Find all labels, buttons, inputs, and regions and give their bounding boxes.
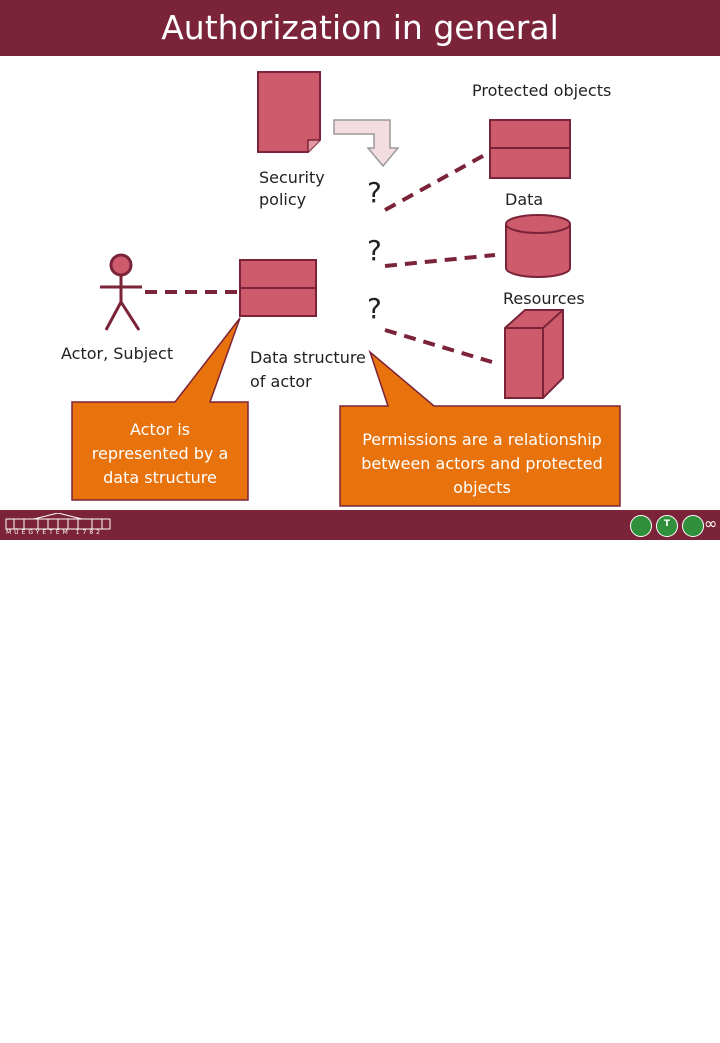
- dash-to-objects: [384, 328, 493, 364]
- question-mark-1: ?: [367, 176, 382, 209]
- dash-to-resources: [384, 253, 496, 268]
- protected-objects-label: Protected objects: [472, 81, 612, 100]
- t-icon-letter: T: [663, 519, 671, 529]
- permissions-callout-text: Permissions are a relationship between a…: [361, 430, 603, 497]
- actor-stick-figure-icon: [100, 253, 142, 331]
- actor-callout-shape: [71, 317, 249, 501]
- question-mark-3: ?: [367, 292, 382, 325]
- security-policy-label: Security policy: [259, 168, 325, 209]
- slide-title: Authorization in general: [161, 8, 559, 47]
- question-mark-2: ?: [367, 234, 382, 267]
- dash-to-data: [384, 150, 491, 212]
- actor-callout-text: Actor is represented by a data structure: [91, 420, 229, 487]
- t-icon: [656, 515, 678, 537]
- lines-icon: [682, 515, 704, 537]
- university-logo: MÚEGYETEM 1782: [4, 512, 114, 537]
- footer-icons: T ∞: [630, 514, 718, 537]
- title-bar: [0, 0, 720, 56]
- ftsrg-icon: [630, 515, 652, 537]
- data-label: Data: [505, 190, 544, 209]
- actor-subject-label: Actor, Subject: [61, 344, 174, 363]
- resources-cube-icon: [504, 309, 564, 399]
- page-number: 17: [364, 1029, 380, 1043]
- diagram-canvas: [71, 71, 621, 507]
- database-cylinder-icon: [505, 224, 571, 278]
- data-structure-label: Data structure of actor: [250, 348, 366, 391]
- footer-bar: MÚEGYETEM 1782 17 T ∞: [0, 510, 720, 1043]
- document-fold: [307, 139, 320, 152]
- policy-arrow: [333, 119, 400, 168]
- infinity-icon: ∞: [704, 514, 718, 533]
- logo-text: MÚEGYETEM 1782: [6, 529, 103, 536]
- permissions-callout-shape: [339, 349, 621, 507]
- resources-label: Resources: [503, 289, 585, 308]
